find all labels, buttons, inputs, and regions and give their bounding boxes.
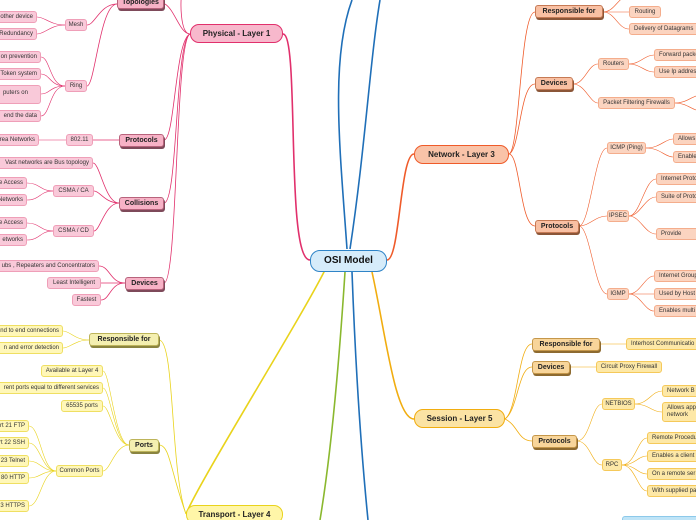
rpc-node[interactable]: RPC	[602, 459, 622, 471]
icmp-item[interactable]: Enable	[673, 151, 696, 163]
icmp-node[interactable]: ICMP (Ping)	[607, 142, 646, 154]
ring-item[interactable]: on prevention	[0, 51, 41, 63]
icmp-item[interactable]: Allows	[673, 133, 696, 145]
network-responsible-item[interactable]: Routing	[629, 6, 661, 18]
netbios-node[interactable]: NETBIOS	[602, 398, 635, 410]
transport-responsible-item[interactable]: nd to end connections	[0, 325, 63, 337]
common-port-item[interactable]: 3 HTTPS	[0, 500, 29, 512]
router-item[interactable]: Use Ip addres	[654, 66, 696, 78]
csma-ca-item[interactable]: e Access	[0, 177, 27, 189]
protocol-802-11-node[interactable]: 802.11	[66, 134, 93, 146]
csma-ca-item[interactable]: Networks	[0, 194, 27, 206]
session-protocols-node[interactable]: Protocols	[532, 435, 577, 448]
ipsec-item[interactable]: Provide	[656, 228, 696, 240]
device-item[interactable]: ubs , Repeaters and Concentrators	[0, 260, 99, 272]
igmp-item[interactable]: Internet Group	[654, 270, 696, 282]
rpc-item[interactable]: Enables a client	[647, 450, 696, 462]
csma-cd-item[interactable]: e Access	[0, 217, 27, 229]
common-port-item[interactable]: rt 21 FTP	[0, 420, 29, 432]
transport-layer-node[interactable]: Transport - Layer 4	[186, 505, 283, 520]
csma-cd-node[interactable]: CSMA / CD	[53, 225, 94, 237]
common-port-item[interactable]: rt 22 SSH	[0, 437, 29, 449]
igmp-node[interactable]: IGMP	[607, 288, 629, 300]
igmp-item[interactable]: Used by Host	[654, 288, 696, 300]
common-port-item[interactable]: 23 Telnet	[0, 455, 29, 467]
network-devices-node[interactable]: Devices	[535, 77, 573, 90]
session-layer-node[interactable]: Session - Layer 5	[414, 409, 505, 428]
protocol-802-11-item[interactable]: rea Networks	[0, 134, 39, 146]
physical-protocols-node[interactable]: Protocols	[119, 134, 164, 147]
transport-responsible-node[interactable]: Responsible for	[89, 333, 159, 346]
igmp-item[interactable]: Enables multi	[654, 305, 696, 317]
ipsec-item[interactable]: Suite of Proto	[656, 191, 696, 203]
netbios-item[interactable]: Allows app network	[662, 402, 696, 422]
network-layer-node[interactable]: Network - Layer 3	[414, 145, 509, 164]
routers-node[interactable]: Routers	[598, 58, 629, 70]
router-item[interactable]: Forward packe	[654, 49, 696, 61]
mesh-node[interactable]: Mesh	[65, 19, 87, 31]
common-ports-node[interactable]: Common Ports	[56, 465, 103, 477]
ring-item[interactable]: Token system	[0, 68, 41, 80]
transport-responsible-item[interactable]: n and error detection	[0, 342, 63, 354]
rpc-item[interactable]: On a remote ser	[647, 468, 696, 480]
session-device-item[interactable]: Circuit Proxy Firewall	[596, 361, 662, 373]
port-item[interactable]: rent ports equal to different services	[0, 382, 103, 394]
ipsec-item[interactable]: Internet Proto	[656, 173, 696, 185]
port-item[interactable]: 65535 ports	[61, 400, 103, 412]
session-responsible-node[interactable]: Responsible for	[532, 338, 600, 351]
ipsec-node[interactable]: IPSEC	[607, 210, 629, 222]
network-responsible-node[interactable]: Responsible for	[535, 5, 603, 18]
device-item[interactable]: Least Intelligent	[47, 277, 101, 289]
netbios-item[interactable]: Network B	[662, 385, 696, 397]
offscreen-layer-node[interactable]	[622, 516, 696, 520]
physical-layer-node[interactable]: Physical - Layer 1	[190, 24, 283, 43]
csma-cd-item[interactable]: etworks	[0, 234, 27, 246]
network-responsible-item[interactable]: Delivery of Datagrams	[629, 23, 696, 35]
physical-devices-node[interactable]: Devices	[125, 277, 164, 290]
common-port-item[interactable]: 80 HTTP	[0, 472, 29, 484]
rpc-item[interactable]: Remote Procedu	[647, 432, 696, 444]
port-item[interactable]: Available at Layer 4	[41, 365, 103, 377]
root-node[interactable]: OSI Model	[310, 250, 387, 272]
collisions-note[interactable]: Vast networks are Bus topology	[0, 157, 93, 169]
device-item[interactable]: Fastest	[72, 294, 101, 306]
network-protocols-node[interactable]: Protocols	[535, 220, 579, 233]
csma-ca-node[interactable]: CSMA / CA	[53, 185, 94, 197]
session-responsible-item[interactable]: Interhost Communicatio	[626, 338, 696, 350]
rpc-item[interactable]: With supplied pa	[647, 485, 696, 497]
packet-filtering-node[interactable]: Packet Filtering Firewalls	[598, 97, 675, 109]
physical-collisions-node[interactable]: Collisions	[119, 197, 164, 210]
physical-topologies-node[interactable]: Topologies	[117, 0, 164, 9]
ring-node[interactable]: Ring	[65, 80, 87, 92]
ring-item[interactable]: puters on	[0, 85, 41, 104]
transport-ports-node[interactable]: Ports	[129, 439, 159, 452]
mesh-item[interactable]: other device	[0, 11, 37, 23]
session-devices-node[interactable]: Devices	[532, 361, 570, 374]
mesh-item[interactable]: Redundancy	[0, 28, 37, 40]
ring-item[interactable]: end the data	[0, 110, 41, 122]
